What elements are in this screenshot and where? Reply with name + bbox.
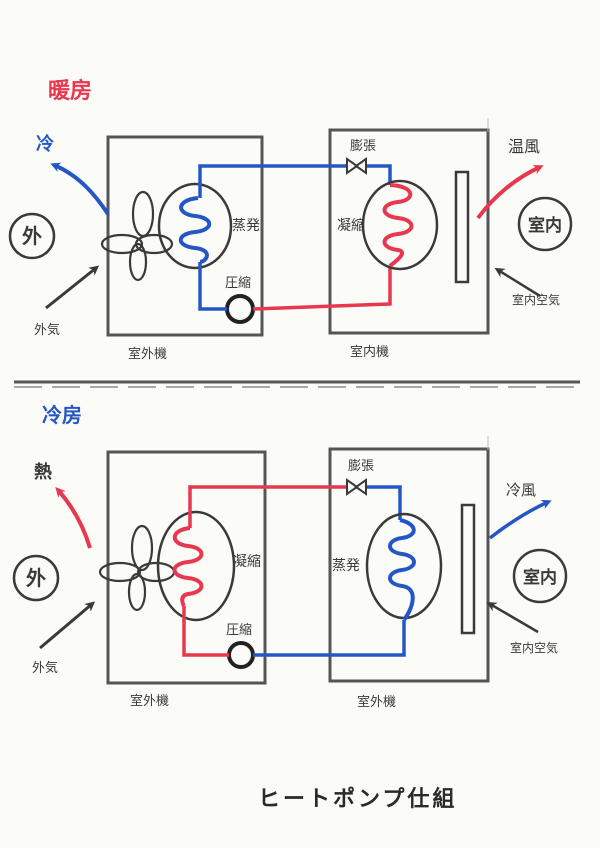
cooling-section: 冷房 外 熱 外気 凝縮 圧縮 <box>12 403 568 710</box>
heating-evaporator-label: 蒸発 <box>232 218 260 234</box>
heating-indoor-unit-label: 室内機 <box>350 344 389 360</box>
heating-expansion-valve-icon <box>346 157 367 175</box>
heating-compressor-label: 圧縮 <box>225 275 251 291</box>
heating-outside-circle <box>8 212 56 260</box>
heating-indoor-air-arrow <box>494 267 541 298</box>
cooling-outdoor-air-label: 外気 <box>32 660 58 676</box>
cooling-condenser-circle <box>156 510 236 622</box>
section-divider <box>14 380 580 388</box>
cooling-line-evap-to-compressor <box>253 620 406 657</box>
heating-exhaust-label: 冷 <box>36 133 54 155</box>
heating-line-expansion-to-evap <box>198 164 347 198</box>
cooling-expansion-valve-icon <box>346 478 367 496</box>
heating-exhaust-arrow <box>50 162 110 216</box>
heating-filter-panel <box>454 170 470 284</box>
cooling-fan-icon <box>98 524 176 612</box>
heating-outdoor-unit-label: 室外機 <box>128 346 167 362</box>
cooling-expansion-label: 膨張 <box>348 459 374 474</box>
cooling-supply-label: 冷風 <box>506 481 536 499</box>
cooling-compressor-label: 圧縮 <box>226 622 252 638</box>
heating-line-valve-to-condenser <box>366 164 392 185</box>
cooling-outdoor-unit-label: 室外機 <box>130 693 169 709</box>
heating-outdoor-unit-box <box>106 135 264 337</box>
heating-evaporator-circle <box>157 182 233 270</box>
cooling-compressor <box>227 641 255 669</box>
heating-indoor-circle-label: 室内 <box>528 215 562 236</box>
heating-condenser-coil <box>382 183 414 268</box>
heating-supply-arrow <box>476 164 544 220</box>
heating-condenser-label: 凝縮 <box>337 218 365 234</box>
cooling-line-expansion-to-evap <box>366 485 402 520</box>
cooling-indoor-circle-label: 室内 <box>523 567 557 588</box>
cooling-condenser-coil <box>172 526 204 608</box>
heating-title: 暖房 <box>48 78 92 104</box>
heating-fan-icon <box>100 190 174 282</box>
heating-section: 暖房 外 冷 外気 蒸発 圧縮 <box>8 78 573 362</box>
diagram-title: ヒートポンプ仕組 <box>258 786 457 812</box>
cooling-exhaust-label: 熱 <box>34 461 52 483</box>
heating-condenser-circle <box>361 179 439 271</box>
heating-indoor-air-label: 室内空気 <box>512 292 560 307</box>
cooling-outside-circle <box>12 554 60 602</box>
heating-outside-circle-label: 外 <box>22 224 42 248</box>
cooling-evaporator-label: 蒸発 <box>332 558 360 574</box>
heating-indoor-unit-box <box>328 128 490 335</box>
cooling-condenser-label: 凝縮 <box>233 554 261 570</box>
heating-evaporator-coil <box>178 196 212 264</box>
cooling-outdoor-unit-box <box>106 450 267 685</box>
cooling-outside-circle-label: 外 <box>26 566 46 590</box>
cooling-line-condenser-to-expansion <box>188 485 347 528</box>
heating-outdoor-air-arrow <box>45 265 100 310</box>
cooling-indoor-air-arrow <box>486 601 539 634</box>
cooling-title: 冷房 <box>42 403 82 427</box>
cooling-indoor-unit-label: 室外機 <box>357 694 396 710</box>
heating-line-compressor-to-condenser <box>252 266 392 311</box>
cooling-line-compressor-from-condenser <box>182 606 229 657</box>
heating-outdoor-air-label: 外気 <box>34 322 60 338</box>
cooling-supply-arrow <box>488 499 552 540</box>
cooling-indoor-unit-box <box>328 447 490 683</box>
heating-expansion-label: 膨張 <box>350 139 376 154</box>
cooling-evaporator-coil <box>388 518 416 622</box>
heating-line-evap-to-compressor <box>198 262 227 311</box>
cooling-indoor-circle <box>512 548 568 604</box>
cooling-outdoor-air-arrow <box>39 601 96 650</box>
heating-indoor-circle <box>517 196 573 252</box>
heating-supply-label: 温風 <box>508 137 540 156</box>
cooling-filter-panel <box>460 503 476 635</box>
heating-compressor <box>225 294 255 324</box>
cooling-evaporator-circle <box>365 512 443 620</box>
cooling-exhaust-arrow <box>55 487 92 549</box>
cooling-indoor-air-label: 室内空気 <box>510 640 558 655</box>
